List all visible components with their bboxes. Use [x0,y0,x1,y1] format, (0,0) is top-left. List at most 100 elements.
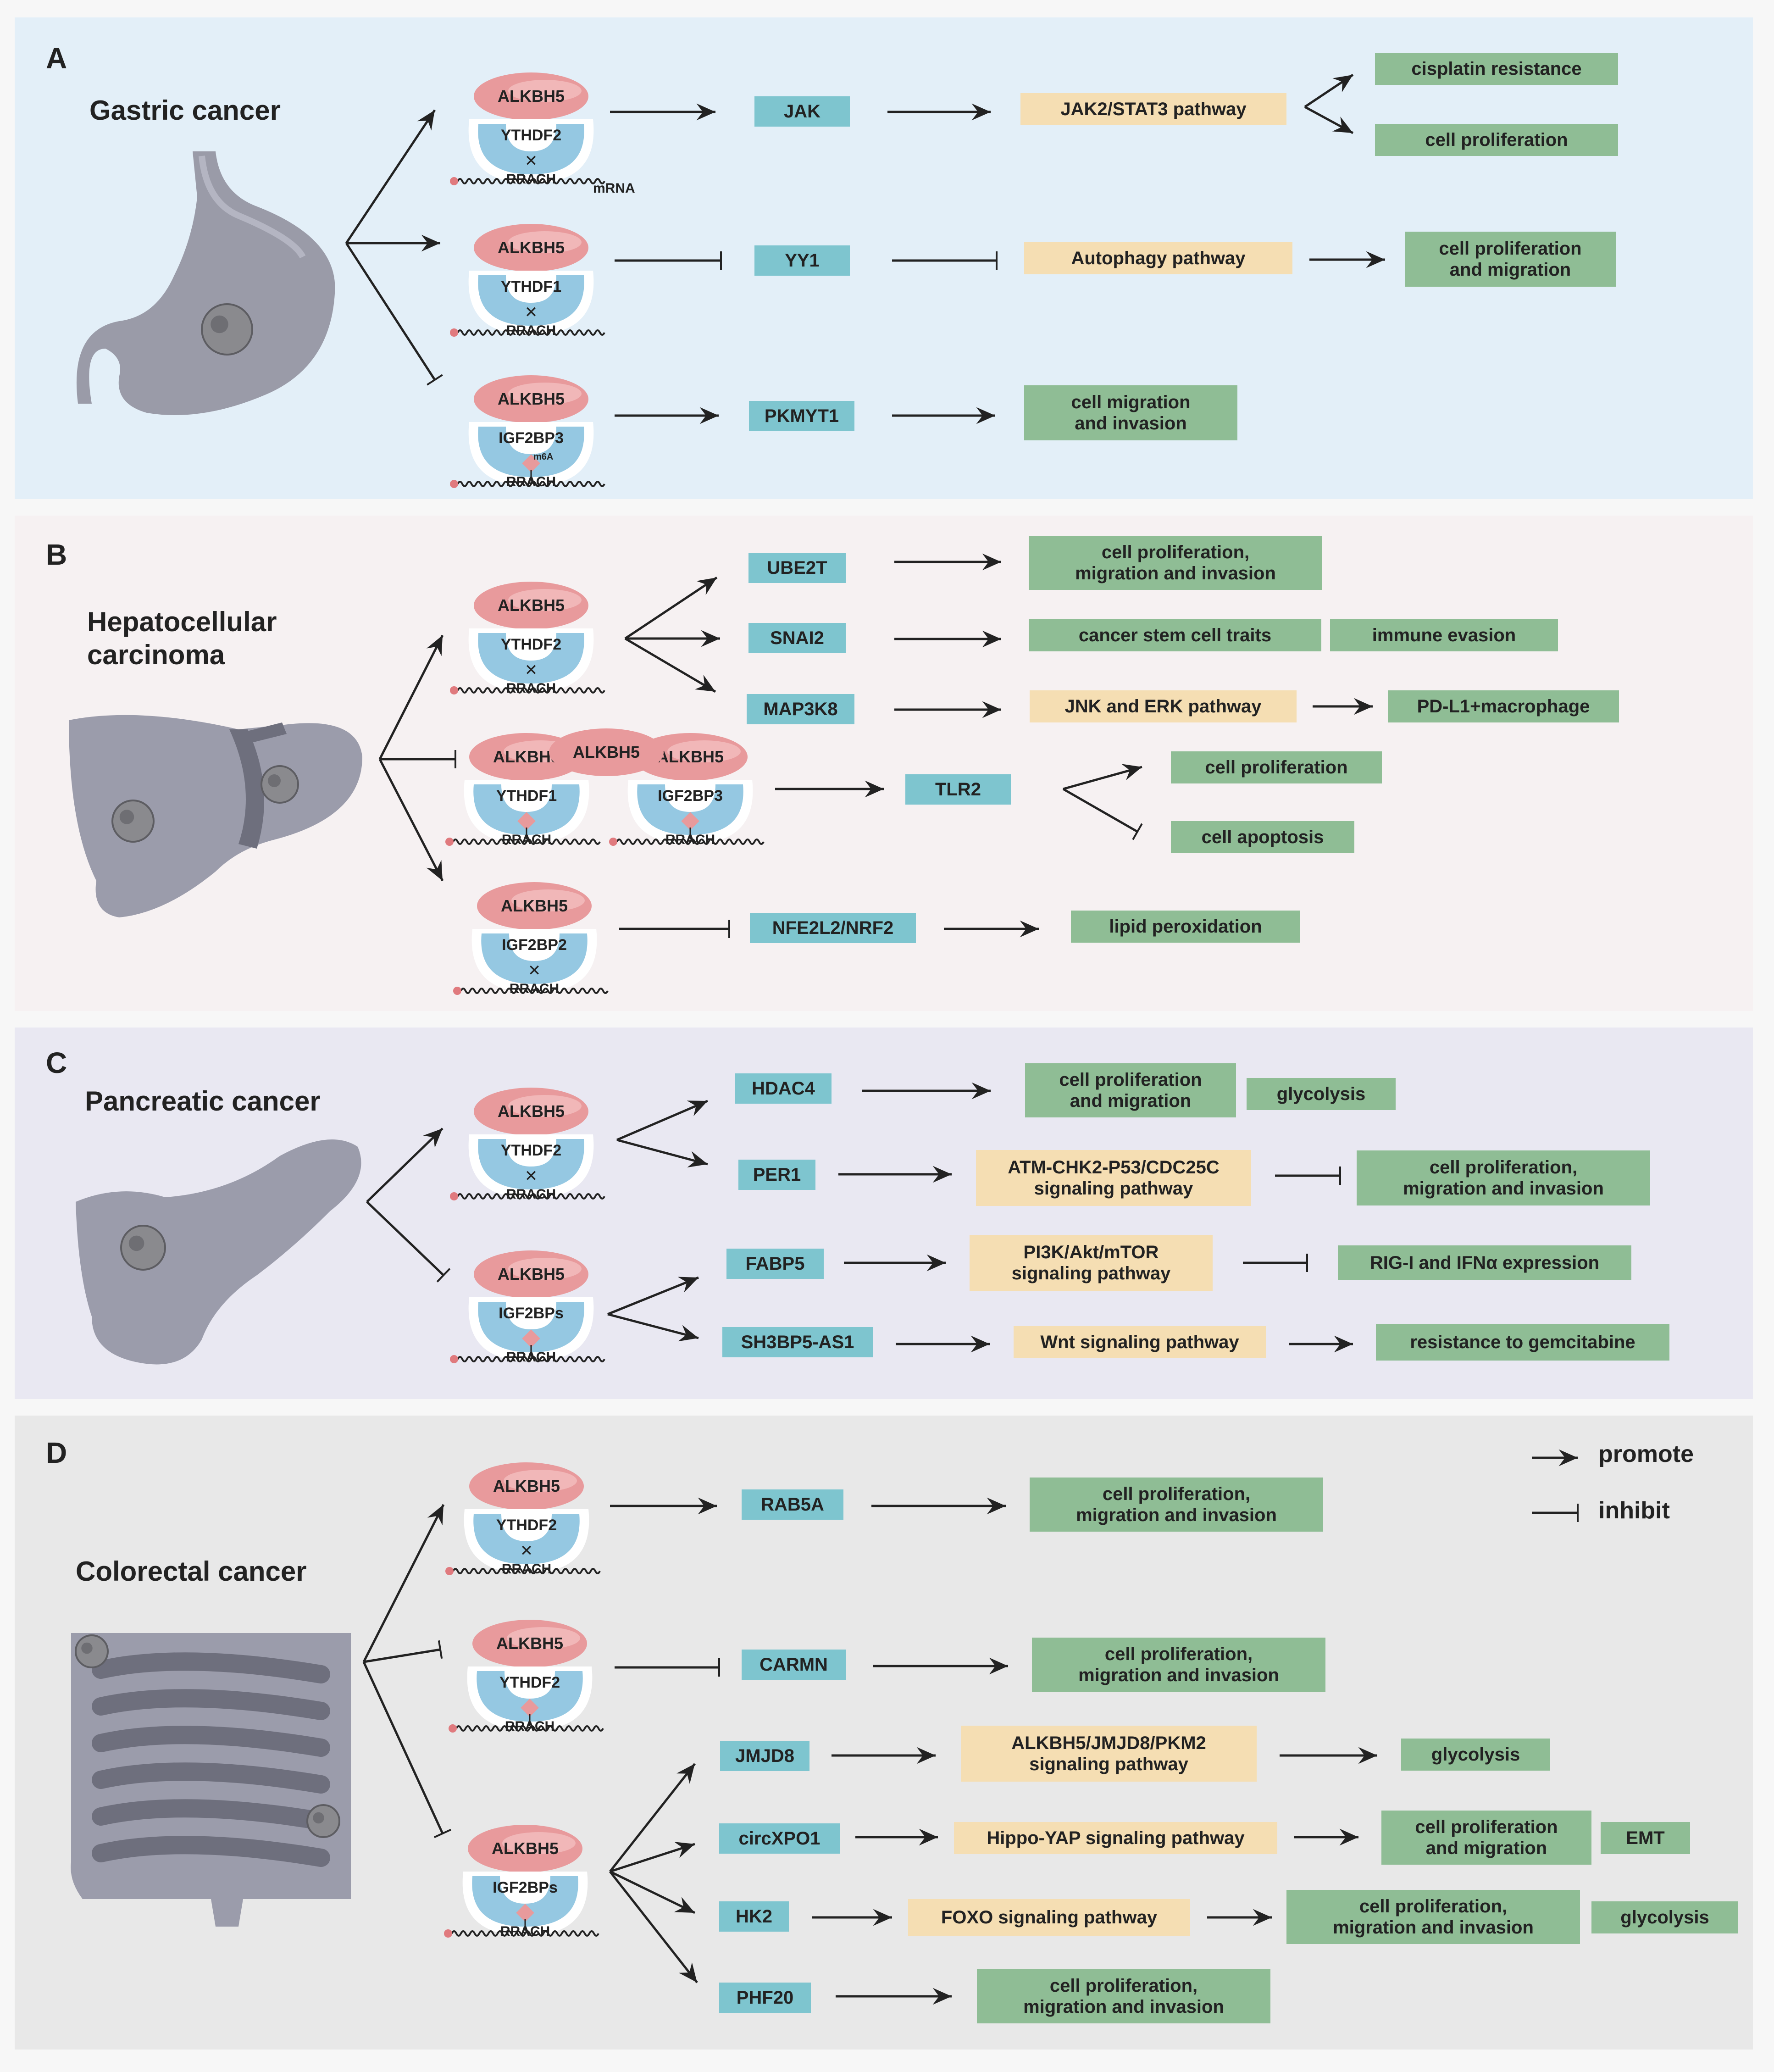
outcome-proliferation-migration-invasion: cell proliferation, migration and invasi… [1029,536,1322,590]
eraser-label: ALKBH5 [501,896,568,915]
outcome-immune-evasion: immune evasion [1330,619,1558,651]
motif-label: RRACH [500,1924,550,1939]
cross-marker: ✕ [525,152,538,170]
mrna-strand [455,1725,604,1732]
pathway-foxo: FOXO signaling pathway [908,1899,1190,1936]
cross-marker: ✕ [525,661,538,679]
inhibit-pancreas-to-c2 [366,1201,451,1283]
eraser-label: ALKBH5 [498,238,565,257]
outcome-cell-proliferation: cell proliferation [1375,124,1618,156]
mrna-strand [457,481,605,487]
motif-label: RRACH [510,981,559,996]
mrna-strand [457,1356,605,1362]
motif-label: RRACH [506,323,556,338]
pathway-wnt: Wnt signaling pathway [1014,1326,1266,1358]
outcome-cancer-stem-cell: cancer stem cell traits [1029,619,1321,651]
reader-shape [478,427,584,477]
reader-shape [478,275,584,326]
pancreas-illustration [76,1139,361,1365]
tumor-core [268,774,281,787]
outcome-lipid-peroxidation: lipid peroxidation [1071,911,1300,943]
alkbh5-highlight [508,1095,582,1117]
outcome-proliferation-migration: cell proliferation and migration [1025,1063,1236,1117]
mrna-strand [452,1568,601,1574]
promote-arrow [616,1139,708,1168]
cross-marker: ✕ [528,962,541,979]
reader-shape [478,124,584,174]
promote-arrow [607,1276,699,1316]
mrna-cap [450,177,458,185]
eraser-label: ALKBH5 [498,596,565,615]
reader-label: YTHDF1 [496,787,557,805]
liver-ligament [229,729,264,849]
reader-label: IGF2BPs [499,1305,564,1322]
motif-label: RRACH [506,172,556,187]
alkbh5-highlight [508,80,582,102]
outcome-carmn-proliferation: cell proliferation, migration and invasi… [1032,1638,1325,1692]
alkbh5-highlight [508,589,582,611]
promote-arrow [1063,764,1142,790]
tumor-core [119,810,134,824]
motif-label: RRACH [502,832,551,847]
panel-title-gastric: Gastric cancer [89,95,281,126]
pathway-pi3k-akt-mtor: PI3K/Akt/mTOR signaling pathway [970,1235,1213,1291]
promote-arrow [1062,788,1143,840]
alkbh5-shape [549,728,664,776]
outcome-emt: EMT [1601,1822,1690,1854]
reader-label: IGF2BP3 [658,787,723,805]
tumor-core [313,1812,324,1824]
liver-body [69,715,362,917]
gene-tlr2: TLR2 [905,774,1011,805]
reader-shape [477,1671,583,1722]
eraser-label: ALKBH5 [492,1839,559,1858]
eraser-label: ALKBH5 [498,87,565,106]
reader-shape [478,1139,584,1189]
colon-illustration [71,1633,351,1927]
gene-jmjd8: JMJD8 [720,1741,809,1771]
tumor-mass [306,1804,340,1838]
tumor-mass [120,1225,166,1271]
outcome-cisplatin-resistance: cisplatin resistance [1375,53,1618,85]
inhibit-stomach-to-a3 [345,242,443,386]
promote-arrow [1304,73,1354,108]
cross-marker: ✕ [525,1167,538,1185]
m6a-diamond [681,812,699,830]
mrna-cap [450,1355,458,1363]
gene-pkmyt1: PKMYT1 [749,401,854,431]
reader-label: YTHDF2 [501,636,561,653]
mrna-cap [444,1929,452,1938]
alkbh5-highlight [507,1627,580,1649]
gene-yy1: YY1 [754,245,850,276]
m6a-diamond [517,812,536,830]
eraser-label: ALKBH5 [496,1634,563,1653]
outcome-hk2-proliferation: cell proliferation, migration and invasi… [1286,1890,1580,1944]
small-intestine-loop [92,1799,330,1830]
mrna-cap [609,838,617,846]
panel-title-colorectal: Colorectal cancer [76,1556,307,1587]
outcome-rig-i-ifna: RIG-I and IFNα expression [1338,1245,1631,1280]
reader-label: YTHDF2 [501,127,561,144]
tumor-core [128,1235,144,1251]
reader-label: IGF2BP2 [502,936,567,954]
alkbh5-highlight [511,889,585,911]
mrna-strand [457,329,605,336]
alkbh5-shared-b: ALKBH5 [549,728,664,776]
arrow-liver-to-b4 [378,758,444,882]
reader-label: IGF2BPs [493,1879,558,1896]
reader-label: YTHDF1 [501,278,561,295]
tumor-mass [261,765,299,804]
arrow-pancreas-to-c1 [366,1128,444,1203]
stomach-illustration [76,151,335,415]
alkbh5-highlight [508,1258,582,1280]
m6a-diamond [522,454,540,472]
mrna-cap [445,838,454,846]
outcome-glycolysis: glycolysis [1401,1739,1550,1771]
gene-carmn: CARMN [742,1650,846,1680]
liver-vessel [236,722,287,745]
mrna-cap [453,987,461,995]
mrna-label: mRNA [593,181,635,196]
